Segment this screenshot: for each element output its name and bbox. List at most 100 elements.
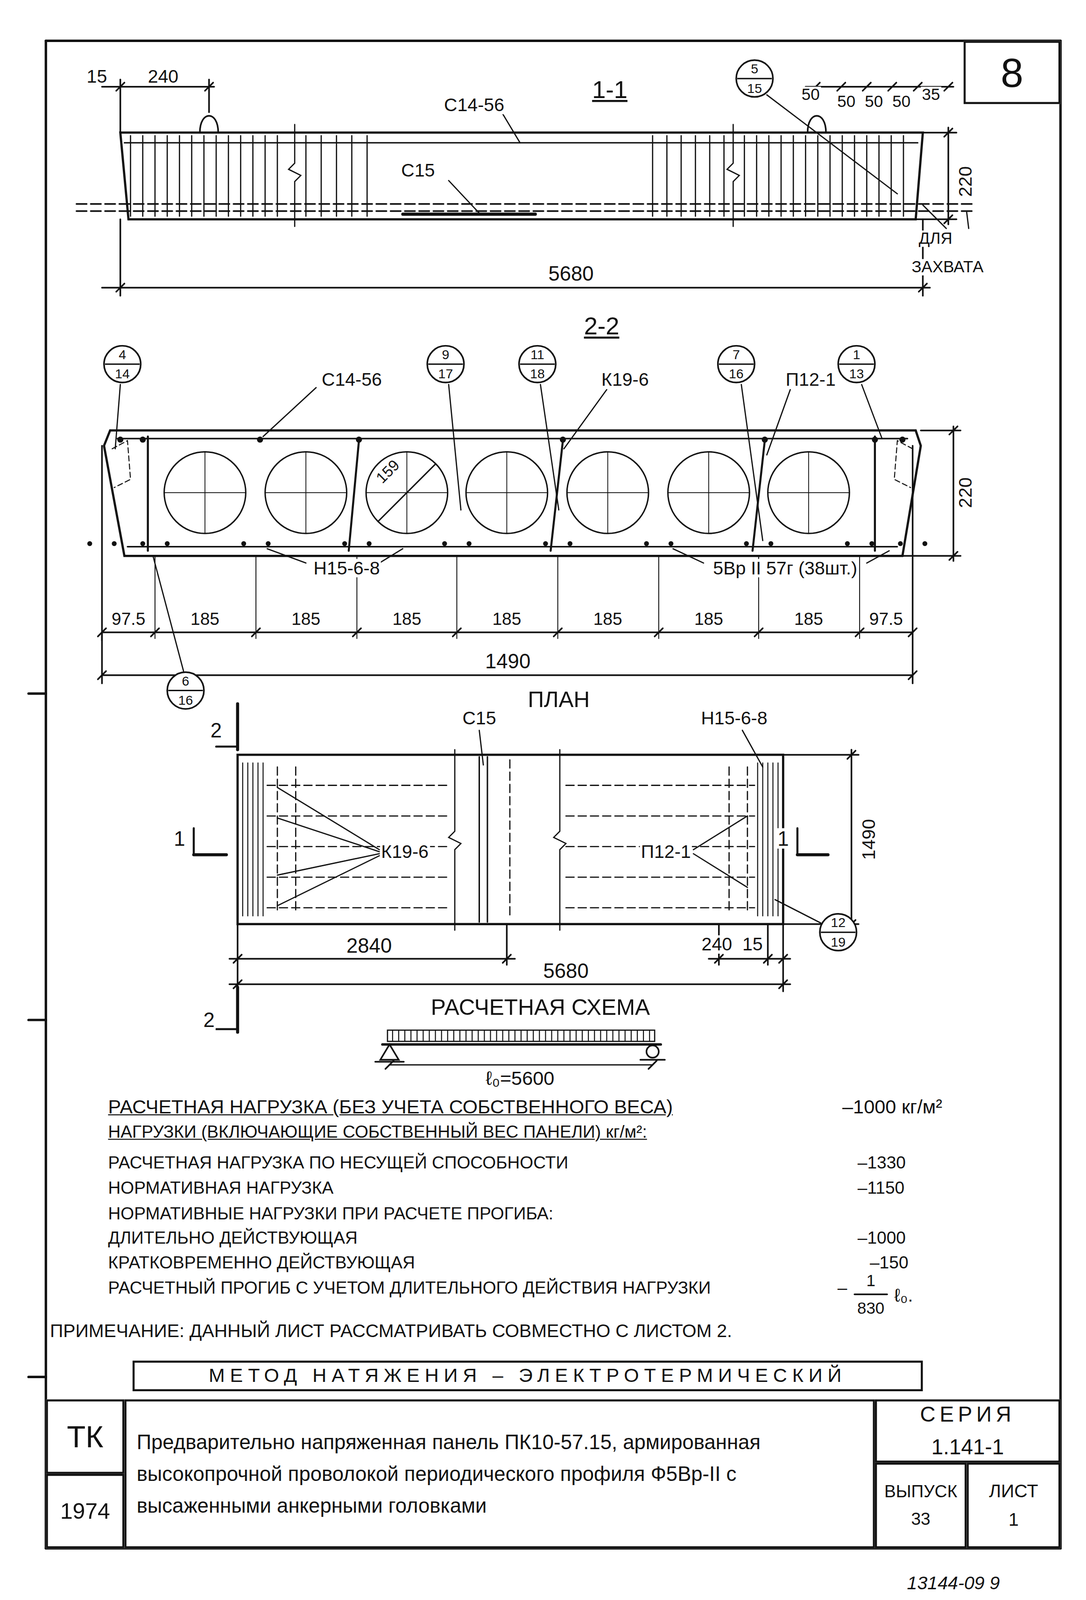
sheet-frame — [28, 691, 46, 695]
section-2-2 — [894, 440, 913, 487]
plan-view — [553, 749, 566, 931]
void-circles — [204, 451, 206, 534]
sheet-frame — [45, 39, 1061, 43]
plan-view — [708, 957, 791, 960]
dimension-text: 50 — [800, 86, 821, 104]
section-marks — [236, 703, 240, 750]
plan-view — [850, 749, 853, 929]
section-marks — [192, 827, 195, 855]
section-1-1 — [120, 132, 924, 220]
dimension-ticks — [87, 541, 92, 546]
section-1-1 — [888, 82, 896, 91]
section-1-1 — [402, 212, 536, 216]
dimension-text: 240 — [700, 935, 734, 954]
load-note: ДЛИТЕЛЬНО ДЕЙСТВУЮЩАЯ — [106, 1229, 359, 1247]
dimension-ticks — [845, 541, 850, 546]
stirrup-lines — [841, 135, 844, 217]
load-hatching — [514, 1029, 516, 1042]
title-cell-text: СЕРИЯ — [920, 1400, 1016, 1428]
stirrup-lines — [305, 135, 307, 217]
section-1-1 — [807, 115, 826, 133]
void-circles — [265, 451, 347, 534]
section-marks — [796, 827, 799, 855]
design-scheme — [640, 1058, 665, 1060]
callout-number: 16 — [716, 366, 756, 381]
dimension-ticks — [241, 541, 247, 546]
load-note: КРАТКОВРЕМЕННО ДЕЙСТВУЮЩАЯ — [106, 1253, 417, 1271]
leader-lines — [775, 899, 821, 923]
part-label: ЗАХВАТА — [910, 259, 985, 276]
leader-lines — [448, 384, 461, 510]
load-hatching — [587, 1029, 589, 1042]
end-hatching — [767, 762, 769, 917]
dimension-ticks — [164, 541, 170, 546]
void-circles — [607, 451, 609, 534]
load-note: ℓ₀. — [893, 1285, 914, 1305]
dimension-text: 2840 — [345, 935, 394, 956]
leader-lines — [693, 815, 748, 850]
void-circles — [164, 451, 850, 534]
plan-view — [486, 756, 488, 923]
load-hatching — [606, 1029, 607, 1042]
stirrup-lines — [178, 135, 181, 217]
leader-lines — [115, 384, 890, 671]
void-circles — [566, 451, 649, 534]
dimension-ticks — [98, 627, 106, 636]
section-1-1 — [119, 219, 121, 297]
stirrup-lines — [817, 135, 819, 217]
load-hatching — [410, 1029, 412, 1042]
callout-divider — [737, 77, 772, 80]
title-cell-text: 1974 — [60, 1496, 111, 1525]
load-note: НОРМАТИВНАЯ НАГРУЗКА — [106, 1179, 335, 1197]
section-1-1 — [76, 210, 974, 212]
part-label: Н15-6-8 — [312, 558, 381, 578]
callout-number: 13 — [837, 366, 876, 381]
load-hatching — [630, 1029, 632, 1042]
title-text: Предварительно напряженная панель ПК10-5… — [136, 1425, 863, 1521]
leader-lines — [540, 384, 559, 510]
section-1-1 — [76, 203, 974, 205]
load-hatching — [477, 1029, 479, 1042]
load-note: –1000 кг/м² — [841, 1096, 944, 1116]
callout-number: 14 — [103, 366, 142, 381]
plan-view — [237, 754, 783, 924]
stirrup-lines — [190, 135, 193, 217]
load-hatching — [489, 1029, 491, 1042]
dimension-text: 1490 — [859, 818, 878, 861]
design-scheme — [385, 1060, 394, 1069]
load-note: – — [836, 1279, 848, 1297]
void-circles — [808, 451, 810, 534]
dimension-text: 5680 — [547, 262, 595, 284]
section-2-2 — [752, 440, 765, 551]
stirrup-lines — [755, 135, 758, 217]
stirrup-lines — [351, 135, 353, 217]
section-title: 2-2 — [582, 314, 621, 339]
stirrup-lines — [239, 135, 242, 217]
load-hatching — [544, 1029, 546, 1042]
dimension-ticks — [557, 555, 559, 639]
load-hatching — [447, 1029, 449, 1042]
stirrup-lines — [694, 135, 697, 217]
dimension-text: 97.5 — [110, 610, 147, 628]
design-scheme — [646, 1045, 659, 1058]
plan-view — [229, 957, 515, 960]
plan-view — [478, 756, 480, 923]
part-label: С15 — [400, 161, 437, 180]
section-1-1 — [204, 82, 213, 91]
section-1-1 — [944, 128, 953, 137]
section-1-1 — [837, 82, 846, 91]
section-marks — [797, 853, 829, 857]
section-2-2 — [101, 631, 913, 633]
stirrup-lines — [203, 135, 205, 217]
title-cell: СЕРИЯ1.141-1 — [874, 1398, 1061, 1462]
stirrup-lines — [141, 135, 144, 217]
stirrup-lines — [878, 135, 880, 217]
void-circles — [305, 451, 307, 534]
stirrup-lines — [829, 135, 831, 217]
dimension-ticks — [117, 436, 124, 443]
load-hatching — [465, 1029, 467, 1042]
load-hatching — [441, 1029, 443, 1042]
dimension-text: 220 — [956, 476, 975, 509]
plan-view — [233, 954, 242, 963]
callout-number: 917 — [426, 344, 466, 384]
